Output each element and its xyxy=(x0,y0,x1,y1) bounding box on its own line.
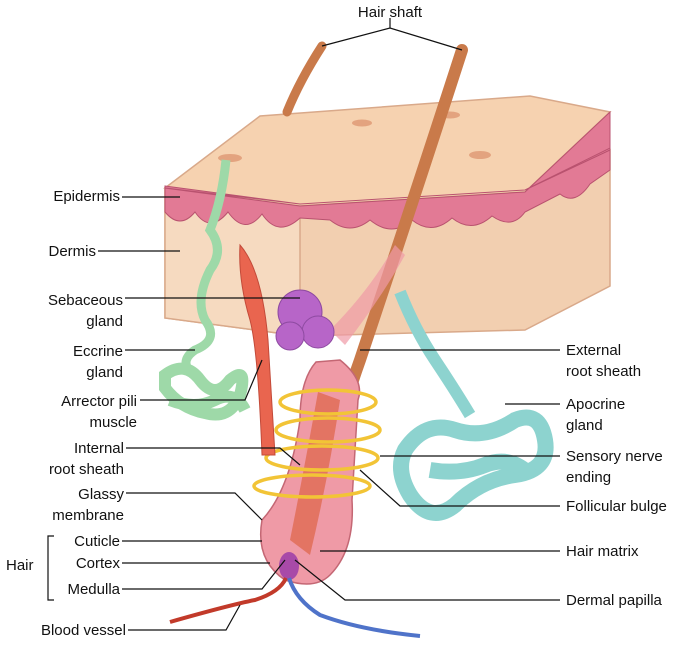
artery xyxy=(169,577,288,624)
hair-matrix-label: Hair matrix xyxy=(566,543,639,560)
medulla-label: Medulla xyxy=(67,581,120,598)
cortex-label: Cortex xyxy=(75,555,120,572)
hair-bracket-label: Hair xyxy=(6,557,34,574)
arrector-pili-muscle-label: Arrector pili muscle xyxy=(61,393,137,431)
external-root-sheath xyxy=(330,245,405,345)
sebaceous-gland-label: Sebaceous gland xyxy=(47,292,123,330)
follicular-bulge-label: Follicular bulge xyxy=(566,498,667,515)
epidermis-label: Epidermis xyxy=(53,188,120,205)
sebaceous-gland xyxy=(275,289,335,351)
apocrine-duct xyxy=(394,289,476,419)
dermis-label: Dermis xyxy=(48,243,97,260)
hair-shaft-left xyxy=(282,41,327,117)
skin-block xyxy=(163,95,612,337)
cuticle-label: Cuticle xyxy=(74,533,120,550)
external-root-sheath-label: External root sheath xyxy=(566,342,642,380)
vein xyxy=(287,577,421,638)
apocrine-coil xyxy=(393,409,554,521)
sensory-nerve-ending-label: Sensory nerve ending xyxy=(566,448,663,486)
apocrine-gland-label: Apocrine gland xyxy=(566,396,626,434)
sensory-nerve-ending xyxy=(252,388,382,499)
leader-lines xyxy=(47,18,560,631)
blood-vessel-label: Blood vessel xyxy=(40,622,126,639)
hair-shaft-label: Hair shaft xyxy=(357,4,423,21)
dermal-papilla xyxy=(279,552,299,580)
eccrine-coil xyxy=(159,362,251,421)
dermal-papilla-label: Dermal papilla xyxy=(566,592,662,609)
epidermis-layer xyxy=(164,110,611,230)
eccrine-duct xyxy=(181,159,231,375)
glassy-membrane-label: Glassy membrane xyxy=(52,486,124,524)
pore xyxy=(469,151,491,159)
internal-root-sheath-label: Internal root sheath xyxy=(48,440,124,478)
pore xyxy=(352,119,372,127)
eccrine-gland-label: Eccrine gland xyxy=(72,343,123,381)
